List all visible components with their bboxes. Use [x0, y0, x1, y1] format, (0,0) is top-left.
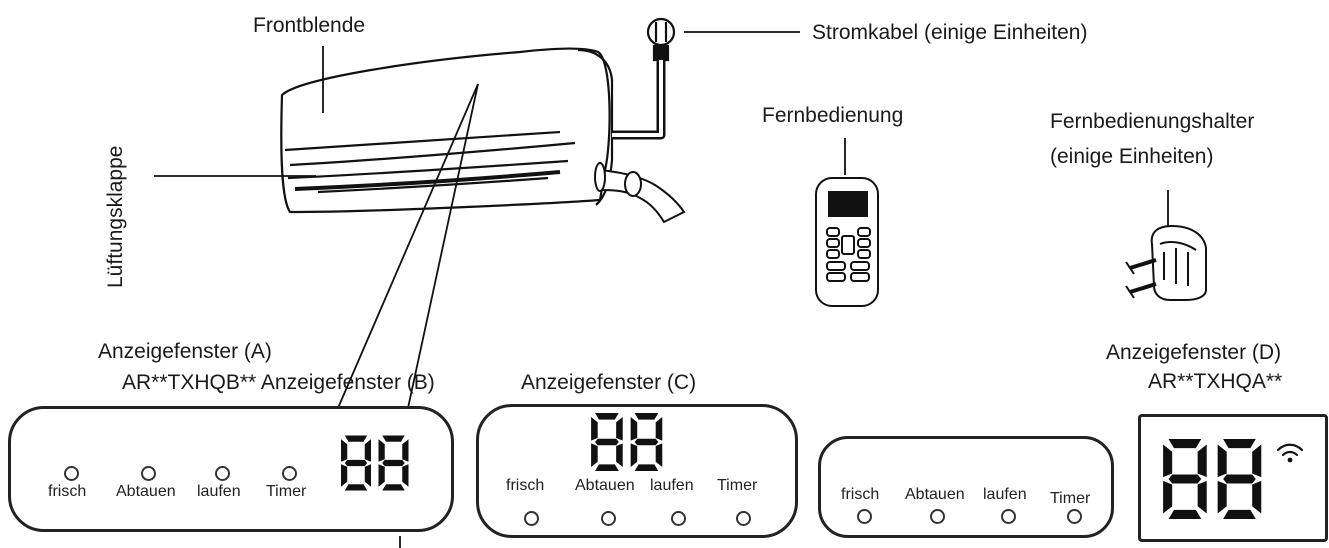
remote-control-illustration	[815, 177, 879, 307]
indicator-label-abtauen: Abtauen	[575, 477, 635, 494]
seven-segment-display-icon	[1163, 439, 1262, 519]
indicator-label-laufen: laufen	[983, 486, 1027, 503]
indicator-label-timer: Timer	[1050, 490, 1091, 507]
display-panel-c: frisch Abtauen laufen Timer	[476, 404, 798, 538]
display-panel-a: frisch Abtauen laufen Timer	[8, 406, 454, 532]
wifi-icon	[1276, 443, 1304, 463]
label-model-d: AR**TXHQA**	[1148, 370, 1283, 393]
label-holder-line2: (einige Einheiten)	[1050, 145, 1214, 168]
indicator-led-timer	[282, 466, 297, 481]
indicator-label-abtauen: Abtauen	[116, 483, 176, 500]
remote-holder-illustration	[1125, 224, 1207, 301]
indicator-label-frisch: frisch	[506, 477, 545, 494]
label-display-a: Anzeigefenster (A)	[98, 340, 272, 363]
indicator-label-frisch: frisch	[841, 486, 880, 503]
indicator-led-frisch	[524, 511, 539, 526]
indicator-led-abtauen	[930, 509, 945, 524]
label-display-d: Anzeigefenster (D)	[1106, 341, 1282, 364]
indicator-led-abtauen	[141, 466, 156, 481]
label-louver: Lüftungsklappe	[104, 145, 127, 288]
indicator-label-laufen: laufen	[650, 477, 694, 494]
indicator-led-abtauen	[601, 511, 616, 526]
indicator-led-frisch	[64, 466, 79, 481]
indicator-led-timer	[736, 511, 751, 526]
indicator-label-laufen: laufen	[197, 483, 241, 500]
display-panel-unlabeled: frisch Abtauen laufen Timer	[818, 436, 1114, 538]
display-panel-d	[1138, 414, 1328, 542]
power-cable	[612, 17, 676, 140]
indicator-label-timer: Timer	[717, 477, 758, 494]
indicator-led-laufen	[1001, 509, 1016, 524]
indicator-led-laufen	[671, 511, 686, 526]
drain-hose	[594, 162, 686, 224]
indicator-led-laufen	[215, 466, 230, 481]
label-holder-line1: Fernbedienungshalter	[1050, 110, 1255, 133]
indicator-label-timer: Timer	[266, 483, 307, 500]
seven-segment-display-icon	[591, 413, 663, 471]
indicator-label-abtauen: Abtauen	[905, 486, 965, 503]
indoor-unit	[280, 47, 614, 214]
indicator-led-timer	[1067, 509, 1082, 524]
label-display-c: Anzeigefenster (C)	[521, 371, 697, 394]
label-remote: Fernbedienung	[762, 104, 904, 127]
label-front-panel: Frontblende	[253, 14, 366, 37]
label-power-cable: Stromkabel (einige Einheiten)	[812, 21, 1088, 44]
indicator-led-frisch	[857, 509, 872, 524]
label-model-b: AR**TXHQB** Anzeigefenster (B)	[122, 371, 435, 394]
leader-lines	[154, 31, 1169, 548]
indicator-label-frisch: frisch	[48, 483, 87, 500]
seven-segment-display-icon	[341, 435, 409, 491]
